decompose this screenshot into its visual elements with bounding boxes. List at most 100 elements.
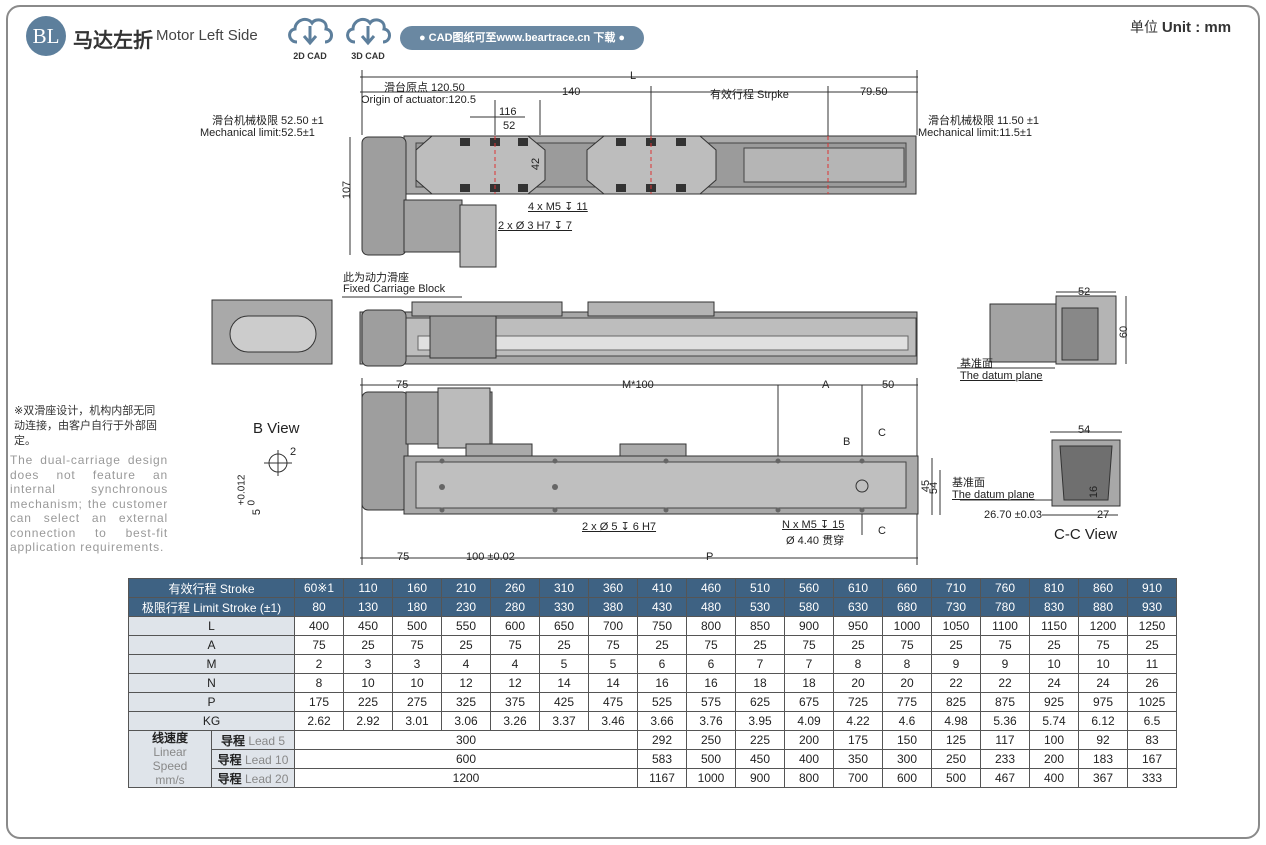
speed-merged-cell: 1200: [294, 768, 638, 788]
table-cell: 18: [784, 673, 834, 693]
stroke-cell: 760: [980, 578, 1030, 598]
stroke-cell: 810: [1029, 578, 1079, 598]
cad-2d-download[interactable]: 2D CAD: [283, 12, 337, 64]
speed-cell: 292: [637, 730, 687, 750]
row-label: M: [128, 654, 295, 674]
speed-cell: 500: [686, 749, 736, 769]
cloud-download-icon: [288, 17, 333, 46]
table-cell: 1250: [1127, 616, 1177, 636]
table-cell: 3.66: [637, 711, 687, 731]
unit-label: 单位 Unit : mm: [1130, 17, 1231, 37]
speed-cell: 900: [735, 768, 785, 788]
table-cell: 25: [343, 635, 393, 655]
table-cell: 75: [490, 635, 540, 655]
fixed-carriage-zh: 此为动力滑座: [343, 272, 409, 284]
table-cell: 1200: [1078, 616, 1128, 636]
table-cell: 25: [539, 635, 589, 655]
table-cell: 800: [686, 616, 736, 636]
speed-cell: 92: [1078, 730, 1128, 750]
speed-cell: 225: [735, 730, 785, 750]
speed-cell: 700: [833, 768, 883, 788]
limit-cell: 580: [784, 597, 834, 617]
table-cell: 600: [490, 616, 540, 636]
table-cell: 6.12: [1078, 711, 1128, 731]
table-cell: 700: [588, 616, 638, 636]
table-cell: 20: [882, 673, 932, 693]
limit-cell: 780: [980, 597, 1030, 617]
unit-en: Unit : mm: [1161, 19, 1232, 36]
fixed-carriage-en: Fixed Carriage Block: [343, 283, 446, 295]
h7b-callout: 2 x Ø 5 ↧ 6 H7: [582, 521, 657, 533]
stroke-cell: 110: [343, 578, 393, 598]
table-cell: 11: [1127, 654, 1177, 674]
table-cell: 8: [833, 654, 883, 674]
datum-zh-2: 基准面: [952, 477, 985, 489]
limit-cell: 280: [490, 597, 540, 617]
table-cell: 14: [539, 673, 589, 693]
limit-cell: 830: [1029, 597, 1079, 617]
table-cell: 6.5: [1127, 711, 1177, 731]
table-cell: 400: [294, 616, 344, 636]
bview-dim-5: 5: [251, 508, 264, 516]
table-cell: 1050: [931, 616, 981, 636]
stroke-cell: 410: [637, 578, 687, 598]
b-view-title: B View: [253, 420, 300, 437]
speed-cell: 400: [784, 749, 834, 769]
cad-download-link[interactable]: ● CAD图纸可至www.beartrace.cn 下载 ●: [400, 26, 644, 50]
table-cell: 75: [294, 635, 344, 655]
limit-cell: 930: [1127, 597, 1177, 617]
origin-zh: 滑台原点 120.50: [384, 82, 465, 94]
datum-en-2: The datum plane: [952, 489, 1035, 501]
thru-callout: Ø 4.40 贯穿: [786, 535, 845, 547]
table-cell: 25: [1029, 635, 1079, 655]
cc-dim-16: 16: [1088, 485, 1101, 499]
table-cell: 24: [1029, 673, 1079, 693]
table-cell: 1150: [1029, 616, 1079, 636]
table-cell: 5: [588, 654, 638, 674]
header-stroke: 有效行程 Stroke: [128, 578, 295, 598]
table-cell: 9: [980, 654, 1030, 674]
dim-L: L: [630, 70, 637, 82]
table-cell: 4.09: [784, 711, 834, 731]
dim-42: 42: [530, 157, 543, 171]
cc-dim-2670: 26.70 ±0.03: [984, 509, 1043, 521]
cad-3d-download[interactable]: 3D CAD: [341, 12, 395, 64]
limit-cell: 480: [686, 597, 736, 617]
table-cell: 12: [441, 673, 491, 693]
table-cell: 24: [1078, 673, 1128, 693]
limit-cell: 330: [539, 597, 589, 617]
dim-52: 52: [503, 120, 516, 132]
table-cell: 75: [980, 635, 1030, 655]
stroke-label: 有效行程 Strpke: [710, 89, 789, 101]
dim-107: 107: [341, 180, 354, 200]
table-cell: 175: [294, 692, 344, 712]
speed-cell: 150: [882, 730, 932, 750]
table-cell: 4: [441, 654, 491, 674]
table-cell: 3: [343, 654, 393, 674]
table-cell: 6: [637, 654, 687, 674]
table-cell: 925: [1029, 692, 1079, 712]
limit-cell: 80: [294, 597, 344, 617]
table-cell: 225: [343, 692, 393, 712]
table-cell: 6: [686, 654, 736, 674]
table-cell: 75: [588, 635, 638, 655]
cc-view-title: C-C View: [1054, 526, 1118, 543]
speed-cell: 250: [931, 749, 981, 769]
table-cell: 650: [539, 616, 589, 636]
table-cell: 3.06: [441, 711, 491, 731]
speed-cell: 367: [1078, 768, 1128, 788]
limit-cell: 530: [735, 597, 785, 617]
title-zh: 马达左折: [73, 30, 153, 52]
table-cell: 550: [441, 616, 491, 636]
row-label: N: [128, 673, 295, 693]
speed-cell: 100: [1029, 730, 1079, 750]
note-zh: ※双滑座设计，机构内部无同动连接，由客户自行于外部固定。: [14, 405, 157, 447]
speed-cell: 183: [1078, 749, 1128, 769]
bot-dim-m100: M*100: [622, 379, 654, 391]
table-cell: 26: [1127, 673, 1177, 693]
